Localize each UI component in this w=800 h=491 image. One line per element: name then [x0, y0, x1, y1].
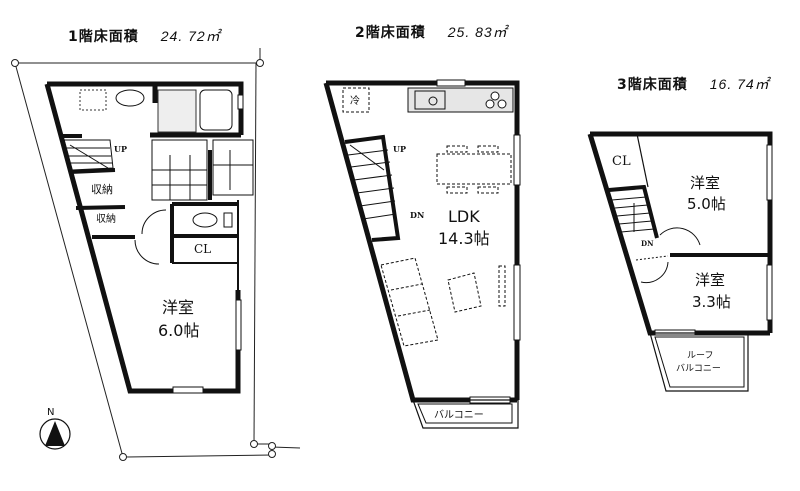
stairs-down-label: DN	[641, 239, 654, 248]
floor1-title: 1階床面積 24. 72㎡	[68, 26, 221, 46]
window	[766, 144, 773, 201]
closet-label: CL	[194, 242, 211, 256]
roof-label: ルーフ	[687, 351, 713, 361]
roof-balcony-outline	[649, 332, 749, 392]
window	[436, 79, 466, 87]
roof-balcony-inner	[654, 336, 745, 388]
floor3-title-label: 3階床面積	[617, 77, 688, 93]
stairs-up-label: UP	[114, 144, 127, 154]
bathtub-icon	[199, 89, 233, 131]
north-compass-icon: N	[39, 407, 71, 450]
window	[513, 134, 521, 186]
washing-machine-icon	[79, 89, 107, 111]
toilet-tank	[223, 212, 233, 228]
closet-door	[636, 133, 649, 188]
sink-icon	[414, 90, 446, 110]
balcony-outline	[412, 399, 519, 429]
floor1-plan: UP 収納 収納 CL 洋室 6.0帖	[11, 48, 301, 461]
room-size: 14.3帖	[438, 229, 490, 248]
stairs-down-label: DN	[410, 210, 424, 220]
floor3-title: 3階床面積 16. 74㎡	[617, 74, 770, 94]
room-size: 6.0帖	[158, 321, 199, 340]
window	[237, 94, 244, 110]
site-boundary	[11, 48, 301, 461]
washbasin-icon	[115, 89, 145, 107]
toilet-icon	[192, 212, 218, 228]
floor2-plan: 冷 UP DN LDK 14.3帖	[323, 79, 521, 429]
room-name-ldk: LDK	[448, 207, 480, 226]
window	[172, 386, 204, 394]
floor3-plan: CL DN 洋室 5.0帖 洋室 3.3帖 ルーフ バルコニー	[587, 131, 773, 392]
storage-label: 収納	[91, 183, 113, 196]
stove-burner-icon	[490, 91, 500, 101]
floor2-area: 25. 83㎡	[447, 24, 508, 40]
room-name-western: 洋室	[690, 174, 720, 192]
door-swings	[635, 227, 701, 284]
refrigerator-icon	[342, 87, 370, 113]
floor3-area: 16. 74㎡	[709, 76, 770, 92]
bath-floor	[157, 89, 197, 133]
window	[235, 299, 242, 351]
room-name-western: 洋室	[695, 271, 725, 289]
floor2-title: 2階床面積 25. 83㎡	[355, 22, 508, 42]
storage-label: 収納	[96, 212, 116, 225]
balcony-label: バルコニー	[434, 409, 484, 421]
room-size: 5.0帖	[687, 195, 726, 213]
kitchen-counter	[407, 87, 514, 113]
entrance-floor	[151, 139, 254, 201]
balcony-inner	[417, 403, 513, 424]
dining-table	[436, 145, 512, 194]
floor1-title-label: 1階床面積	[68, 29, 139, 45]
room-size: 3.3帖	[692, 293, 731, 311]
floor3-stairs	[611, 196, 655, 233]
closet-label: CL	[612, 154, 631, 169]
floor2-stairs	[344, 134, 401, 242]
compass-north-label: N	[47, 407, 54, 418]
sofa	[380, 257, 506, 347]
window	[513, 264, 521, 341]
floor2-title-label: 2階床面積	[355, 25, 426, 41]
floor1-stairs	[63, 139, 114, 171]
room-name-western: 洋室	[162, 298, 194, 317]
stairs-up-label: UP	[393, 144, 406, 154]
balcony-label: バルコニー	[676, 363, 721, 374]
floor1-area: 24. 72㎡	[160, 28, 221, 44]
fridge-label: 冷	[350, 94, 360, 107]
window	[766, 264, 773, 321]
door-swings	[134, 209, 167, 265]
